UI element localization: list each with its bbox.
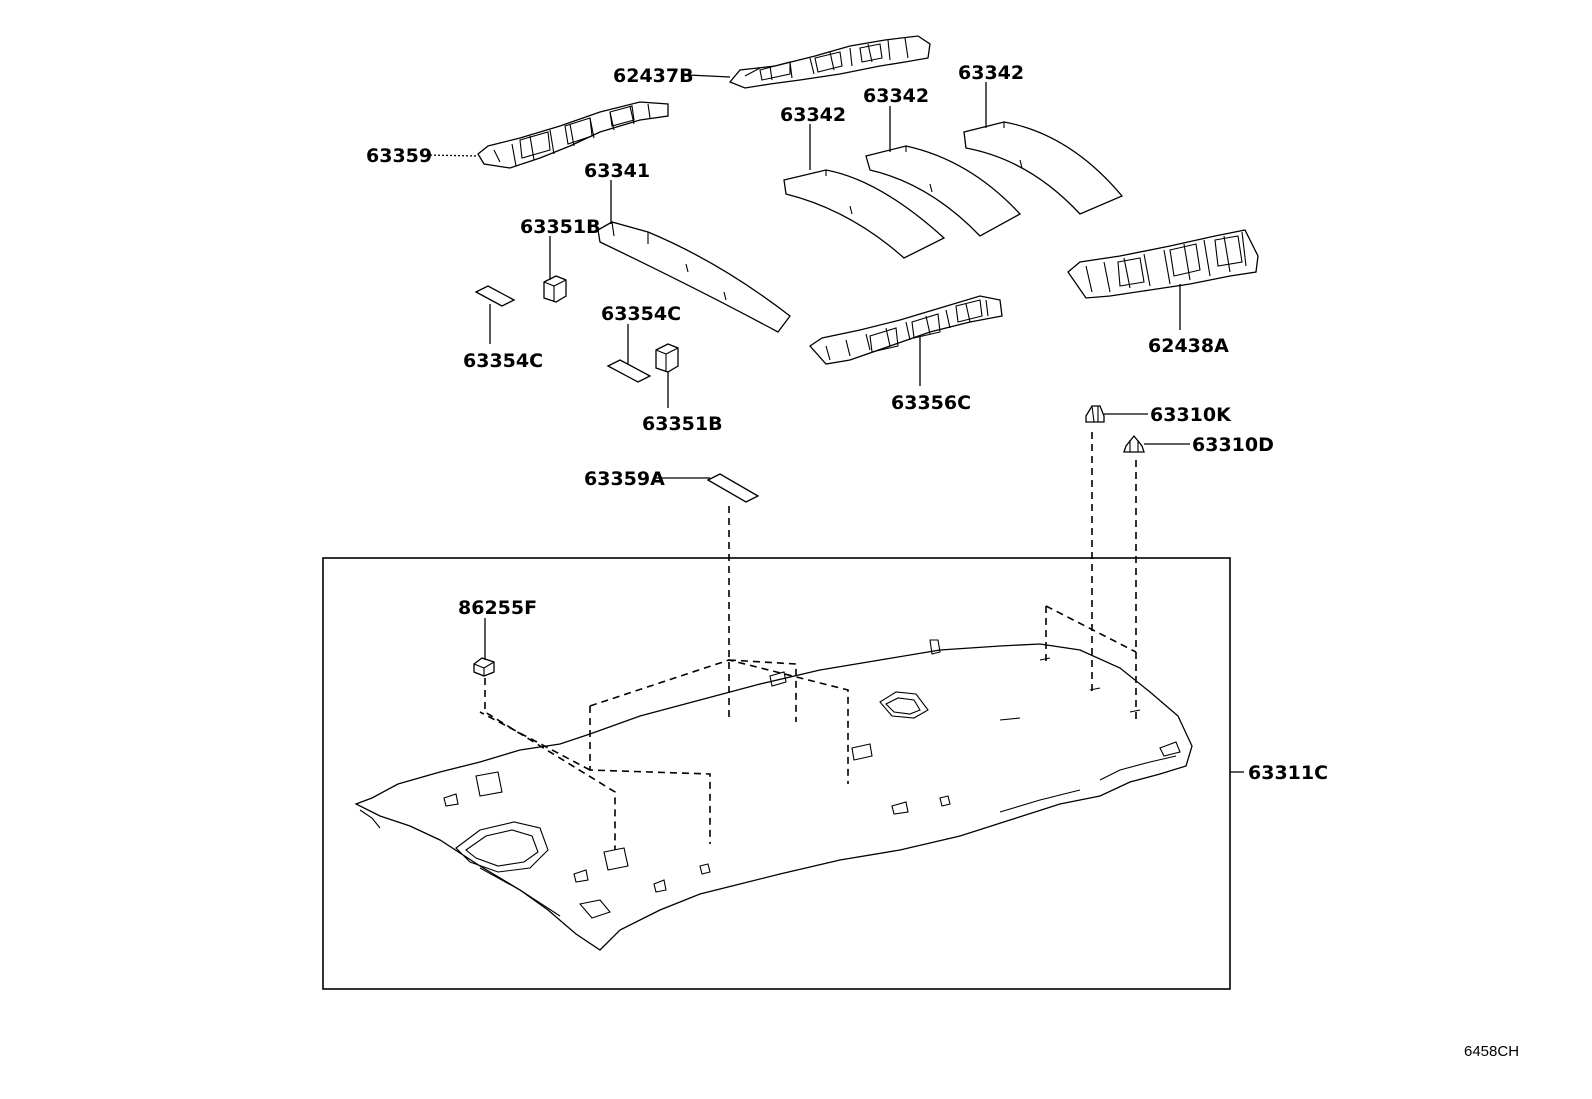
- diagram-code: 6458CH: [1464, 1043, 1519, 1060]
- label-63342-b[interactable]: 63342: [863, 85, 929, 107]
- label-63351B-a[interactable]: 63351B: [520, 216, 601, 238]
- label-63311C[interactable]: 63311C: [1248, 762, 1328, 784]
- label-63342-a[interactable]: 63342: [780, 104, 846, 126]
- part-63359[interactable]: [477, 101, 669, 169]
- label-63310D[interactable]: 63310D: [1192, 434, 1274, 456]
- label-63341[interactable]: 63341: [584, 160, 650, 182]
- part-63354C-b[interactable]: [606, 359, 652, 383]
- label-63351B-b[interactable]: 63351B: [642, 413, 723, 435]
- part-63356C[interactable]: [809, 295, 1003, 365]
- part-63310K[interactable]: [1085, 405, 1105, 423]
- label-63310K[interactable]: 63310K: [1150, 404, 1232, 426]
- assembly-frame: [322, 557, 1231, 990]
- part-63342-c[interactable]: [963, 121, 1124, 215]
- part-63310D[interactable]: [1123, 434, 1145, 453]
- part-63341[interactable]: [597, 221, 791, 333]
- label-86255F[interactable]: 86255F: [458, 597, 537, 619]
- label-63356C[interactable]: 63356C: [891, 392, 971, 414]
- part-63342-b[interactable]: [865, 145, 1022, 237]
- part-63342-a[interactable]: [783, 169, 946, 259]
- part-63359A[interactable]: [706, 473, 760, 503]
- label-63359[interactable]: 63359: [366, 145, 432, 167]
- label-63359A[interactable]: 63359A: [584, 468, 665, 490]
- part-63354C-a[interactable]: [474, 285, 516, 307]
- part-62437B[interactable]: [728, 35, 931, 89]
- label-63342-c[interactable]: 63342: [958, 62, 1024, 84]
- part-63351B-a[interactable]: [543, 275, 567, 303]
- label-62438A[interactable]: 62438A: [1148, 335, 1229, 357]
- install-guides: [479, 432, 1137, 850]
- part-86255F[interactable]: [473, 657, 495, 677]
- label-63354C-b[interactable]: 63354C: [601, 303, 681, 325]
- label-62437B[interactable]: 62437B: [613, 65, 694, 87]
- part-62438A[interactable]: [1067, 229, 1259, 299]
- label-63354C-a[interactable]: 63354C: [463, 350, 543, 372]
- part-63351B-b[interactable]: [655, 343, 679, 373]
- part-63311C[interactable]: [354, 639, 1193, 951]
